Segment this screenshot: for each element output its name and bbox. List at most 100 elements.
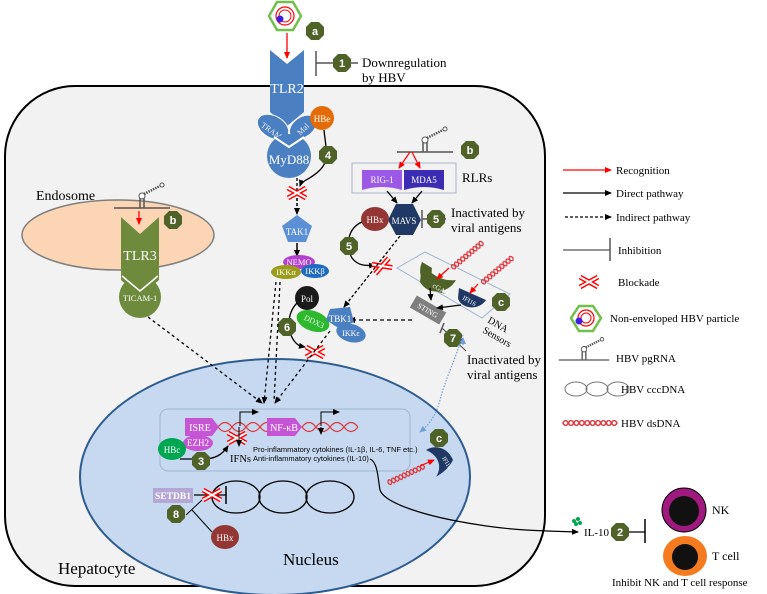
- ticam-1: [119, 276, 161, 318]
- hbx-mavs: [361, 207, 389, 231]
- svg-text:IKKα: IKKα: [276, 267, 296, 277]
- svg-text:HBx: HBx: [366, 215, 384, 225]
- svg-text:ISRE: ISRE: [189, 423, 211, 434]
- legend: Recognition Direct pathway Indirect path…: [557, 165, 739, 430]
- badge-1: 1: [333, 54, 351, 72]
- isre-dna-strand: [217, 421, 359, 433]
- svg-text:TICAM-1: TICAM-1: [123, 293, 157, 303]
- badge-8: 8: [167, 505, 185, 523]
- badge-b-endosome: b: [164, 211, 182, 229]
- legend-item-direct: Direct pathway: [563, 188, 684, 200]
- svg-text:RIG-1: RIG-1: [371, 175, 394, 185]
- blockade-icon: [580, 277, 598, 287]
- ifi16-nuclear: [426, 447, 453, 477]
- pgrna-icon: [557, 336, 611, 362]
- tlr2-receptor: [270, 50, 304, 126]
- ikkb: [301, 264, 329, 278]
- svg-text:HBe: HBe: [314, 114, 331, 124]
- il10-label: IL-10: [584, 527, 610, 539]
- badge-7: 7: [444, 329, 462, 347]
- hbv-particle-icon: [569, 304, 603, 333]
- mavs: [388, 204, 421, 235]
- svg-text:Blockade: Blockade: [618, 277, 660, 289]
- svg-text:c: c: [436, 433, 442, 445]
- svg-text:IKKε: IKKε: [342, 329, 360, 338]
- svg-text:NF-κB: NF-κB: [270, 423, 298, 434]
- svg-text:8: 8: [173, 509, 179, 521]
- svg-text:viral antigens: viral antigens: [467, 367, 537, 382]
- sting: [409, 295, 447, 325]
- legend-item-hbv-particle: Non-enveloped HBV particle: [569, 304, 739, 333]
- nf-kb: [267, 418, 302, 436]
- badge-3: 3: [192, 452, 210, 470]
- svg-text:3: 3: [198, 456, 204, 468]
- svg-text:Direct pathway: Direct pathway: [616, 188, 684, 200]
- svg-text:MyD88: MyD88: [269, 152, 309, 167]
- tlr2-label: TLR2: [270, 82, 303, 97]
- svg-text:Non-enveloped HBV particle: Non-enveloped HBV particle: [610, 313, 739, 325]
- legend-item-pgrna: HBV pgRNA: [557, 336, 676, 365]
- svg-text:HBV cccDNA: HBV cccDNA: [621, 384, 685, 396]
- svg-text:NEMO: NEMO: [286, 257, 311, 267]
- svg-text:HBV dsDNA: HBV dsDNA: [621, 418, 680, 430]
- svg-text:Recognition: Recognition: [616, 165, 670, 177]
- svg-text:MDA5: MDA5: [411, 175, 437, 185]
- rig-1: [362, 170, 402, 190]
- nk-cell: [661, 487, 707, 533]
- badge-4: 4: [319, 146, 337, 164]
- svg-text:a: a: [312, 26, 319, 38]
- badge-5-mavs: 5: [427, 210, 445, 228]
- badge-a: a: [306, 22, 324, 40]
- inhibition-icon: [563, 238, 611, 261]
- myd88: [267, 134, 311, 178]
- ikke: [336, 323, 366, 343]
- svg-text:IFI16: IFI16: [440, 456, 452, 471]
- ddx3: [296, 309, 330, 333]
- svg-text:c: c: [498, 297, 504, 309]
- anti-inflammatory-label: Anti-inflammatory cytokines (IL-10): [253, 454, 369, 463]
- svg-text:EZH2: EZH2: [187, 438, 209, 448]
- hbc: [158, 438, 186, 460]
- svg-text:7: 7: [450, 333, 456, 345]
- svg-text:HBV pgRNA: HBV pgRNA: [616, 353, 676, 365]
- svg-text:by HBV: by HBV: [362, 70, 406, 85]
- badge-c-nucleus: c: [430, 429, 448, 447]
- ikka: [271, 265, 301, 279]
- tlr3-receptor: [121, 217, 159, 297]
- svg-text:TAK1: TAK1: [286, 227, 308, 237]
- badge-6: 6: [278, 318, 296, 336]
- svg-text:Indirect pathway: Indirect pathway: [616, 212, 691, 224]
- promoter-region-box: [159, 408, 411, 472]
- legend-item-indirect: Indirect pathway: [565, 212, 691, 224]
- legend-item-inhibition: Inhibition: [563, 238, 662, 261]
- svg-text:5: 5: [433, 214, 439, 226]
- svg-text:2: 2: [617, 527, 623, 539]
- svg-text:TLR3: TLR3: [123, 249, 156, 264]
- il10-molecules-icon: [572, 517, 582, 526]
- nucleus-label: Nucleus: [283, 550, 339, 569]
- cccdna-icon: [564, 381, 630, 397]
- inactivated-mavs-label: Inactivated by: [451, 205, 525, 220]
- badge-5-hbx: 5: [340, 237, 358, 255]
- svg-text:MAVS: MAVS: [392, 216, 417, 226]
- svg-text:viral antigens: viral antigens: [451, 220, 521, 235]
- nk-label: NK: [712, 503, 730, 517]
- downregulation-label: Downregulation: [362, 55, 447, 70]
- ifns-label: IFNs: [230, 454, 251, 465]
- pol: [295, 286, 319, 310]
- legend-item-dsdna: HBV dsDNA: [562, 418, 680, 430]
- svg-text:HBx: HBx: [216, 533, 234, 543]
- hepatocyte-label: Hepatocyte: [58, 559, 135, 578]
- svg-text:6: 6: [284, 322, 290, 334]
- badge-c-dna: c: [492, 293, 510, 311]
- nucleus: [79, 358, 471, 594]
- svg-text:5: 5: [346, 241, 352, 253]
- svg-text:1: 1: [339, 58, 345, 70]
- badge-2: 2: [611, 523, 629, 541]
- hbv-particle-icon: [267, 0, 303, 32]
- mda5: [404, 170, 444, 190]
- svg-text:TBK1: TBK1: [329, 314, 352, 324]
- il10-secretion-arrow: [369, 458, 579, 535]
- legend-item-blockade: Blockade: [580, 277, 660, 289]
